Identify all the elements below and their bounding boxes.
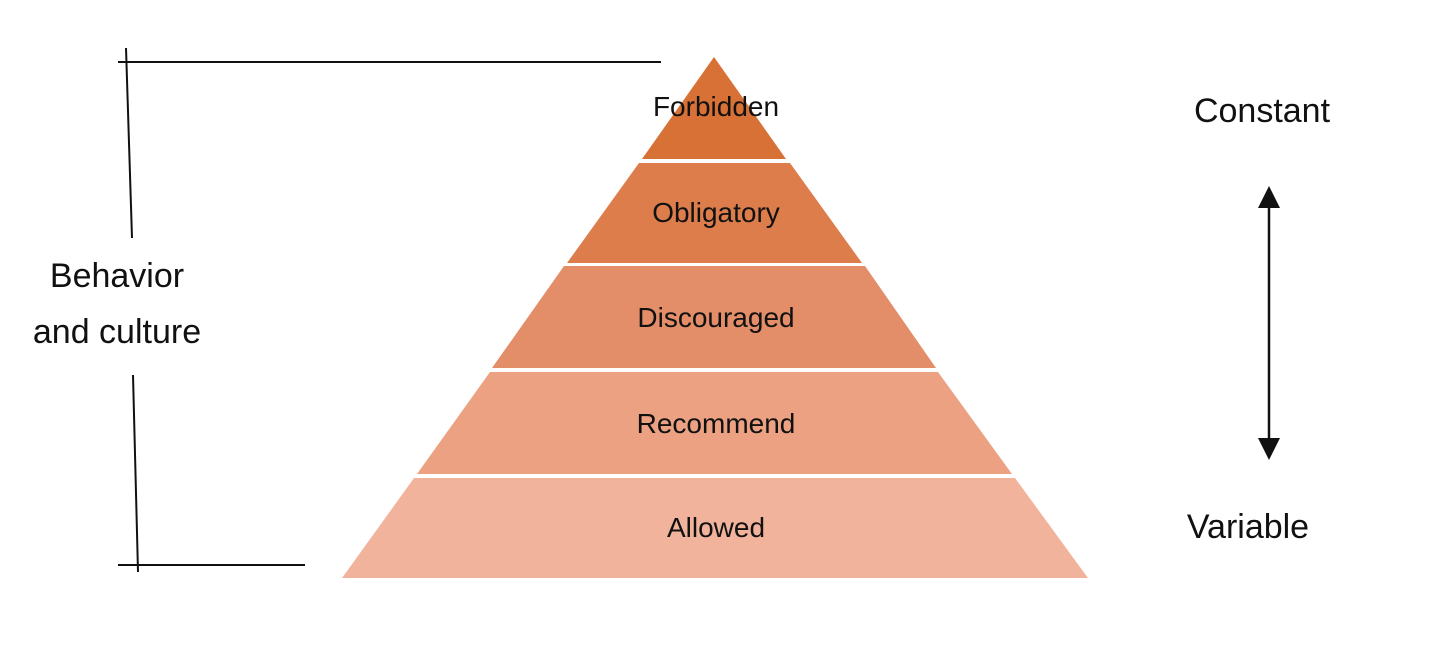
- pyramid-layer-allowed: [342, 478, 1088, 578]
- bracket-lower-vertical: [132, 374, 139, 573]
- pyramid-layer-forbidden: [642, 57, 786, 159]
- left-label-line2: and culture: [33, 313, 201, 351]
- layer-label-discouraged: Discouraged: [637, 302, 794, 333]
- pyramid-layer-recommend: [417, 372, 1012, 474]
- pyramid-layer-obligatory: [567, 163, 862, 263]
- pyramid-layer-discouraged: [492, 266, 936, 368]
- left-bracket: [118, 47, 661, 573]
- layer-label-allowed: Allowed: [667, 512, 765, 543]
- layer-label-forbidden: Forbidden: [653, 91, 779, 122]
- right-label-variable: Variable: [1187, 508, 1309, 546]
- bracket-upper-vertical: [125, 47, 133, 239]
- double-headed-vertical-arrow-icon: [1258, 186, 1280, 460]
- layer-label-obligatory: Obligatory: [652, 197, 780, 228]
- right-label-constant: Constant: [1194, 92, 1331, 130]
- layer-label-recommend: Recommend: [637, 408, 796, 439]
- pyramid: [342, 57, 1088, 578]
- left-label-line1: Behavior: [50, 257, 184, 295]
